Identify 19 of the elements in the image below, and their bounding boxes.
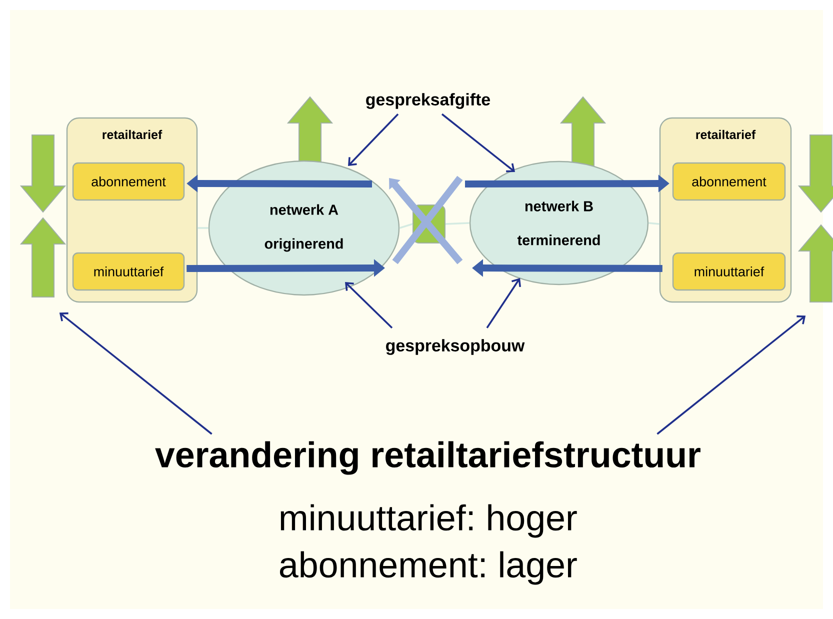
tariff-box: minuuttarief bbox=[72, 252, 185, 291]
tariff-box: abonnement bbox=[72, 162, 185, 201]
tariff-box: abonnement bbox=[672, 162, 786, 201]
note-text: minuuttarief: hoger bbox=[280, 504, 577, 538]
connector-line bbox=[198, 227, 208, 229]
connector-line bbox=[445, 222, 470, 225]
tariff-box: minuuttarief bbox=[672, 252, 786, 291]
arrow bbox=[441, 113, 515, 172]
arrow bbox=[345, 282, 393, 328]
connector-line bbox=[399, 223, 413, 229]
arrow bbox=[486, 278, 521, 328]
connector-line bbox=[648, 222, 660, 225]
callout-text: gespreksopbouw bbox=[386, 339, 525, 355]
callout-text: gespreksafgifte bbox=[366, 93, 490, 109]
heading-text: verandering retailtariefstructuur bbox=[155, 441, 700, 475]
arrow bbox=[348, 114, 399, 166]
arrow bbox=[59, 312, 212, 435]
note-text: abonnement: lager bbox=[280, 551, 577, 585]
arrow bbox=[656, 315, 806, 435]
